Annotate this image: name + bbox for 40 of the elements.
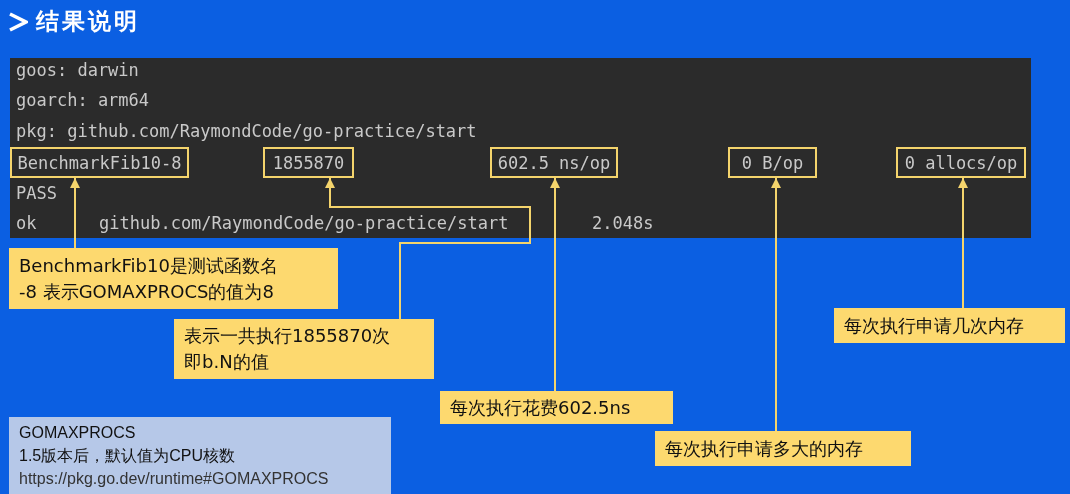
callout-note bbox=[174, 319, 434, 379]
slide-title: 结果说明 bbox=[36, 7, 140, 36]
highlight-frame bbox=[728, 147, 817, 178]
terminal-output-line: goos: darwin bbox=[16, 59, 139, 81]
callout-text: BenchmarkFib10是测试函数名 bbox=[19, 253, 278, 278]
terminal-output-line: PASS bbox=[16, 182, 57, 204]
callout-text: 每次执行申请多大的内存 bbox=[665, 436, 863, 461]
callout-note bbox=[440, 391, 673, 424]
url-text: https://pkg.go.dev/runtime#GOMAXPROCS bbox=[19, 469, 329, 489]
terminal-output-line: goarch: arm64 bbox=[16, 89, 150, 111]
benchmark-value: 602.5 ns/op bbox=[497, 151, 611, 174]
arrow bbox=[325, 177, 531, 320]
note-text: 1.5版本后，默认值为CPU核数 bbox=[19, 446, 236, 466]
callout-note bbox=[834, 308, 1065, 343]
highlight-frame bbox=[896, 147, 1026, 178]
arrow bbox=[958, 177, 968, 309]
benchmark-value: 0 allocs/op bbox=[904, 151, 1018, 174]
benchmark-value: 0 B/op bbox=[741, 151, 804, 174]
highlight-frame bbox=[10, 147, 189, 178]
terminal-output-line: pkg: github.com/RaymondCode/go-practice/start bbox=[16, 120, 477, 142]
arrow bbox=[550, 177, 560, 392]
arrow bbox=[70, 177, 80, 249]
info-panel bbox=[9, 417, 391, 494]
callout-text: 即b.N的值 bbox=[184, 350, 269, 374]
callout-note bbox=[655, 431, 911, 466]
benchmark-value: BenchmarkFib10-8 bbox=[17, 151, 182, 174]
callout-text: -8 表示GOMAXPROCS的值为8 bbox=[19, 279, 274, 304]
highlight-frame bbox=[490, 147, 618, 178]
terminal-output-line: ok bbox=[16, 212, 37, 234]
terminal-output-line: 2.048s bbox=[592, 212, 654, 234]
callout-text: 每次执行花费602.5ns bbox=[450, 395, 631, 420]
callout-note bbox=[9, 248, 338, 309]
arrow bbox=[771, 177, 781, 432]
callout-text: 表示一共执行1855870次 bbox=[184, 324, 391, 348]
highlight-frame bbox=[263, 147, 354, 178]
terminal-output-line: github.com/RaymondCode/go-practice/start bbox=[99, 212, 509, 234]
benchmark-value: 1855870 bbox=[272, 151, 345, 174]
terminal-panel bbox=[10, 58, 1031, 238]
note-heading: GOMAXPROCS bbox=[19, 423, 136, 443]
callout-text: 每次执行申请几次内存 bbox=[844, 313, 1024, 338]
